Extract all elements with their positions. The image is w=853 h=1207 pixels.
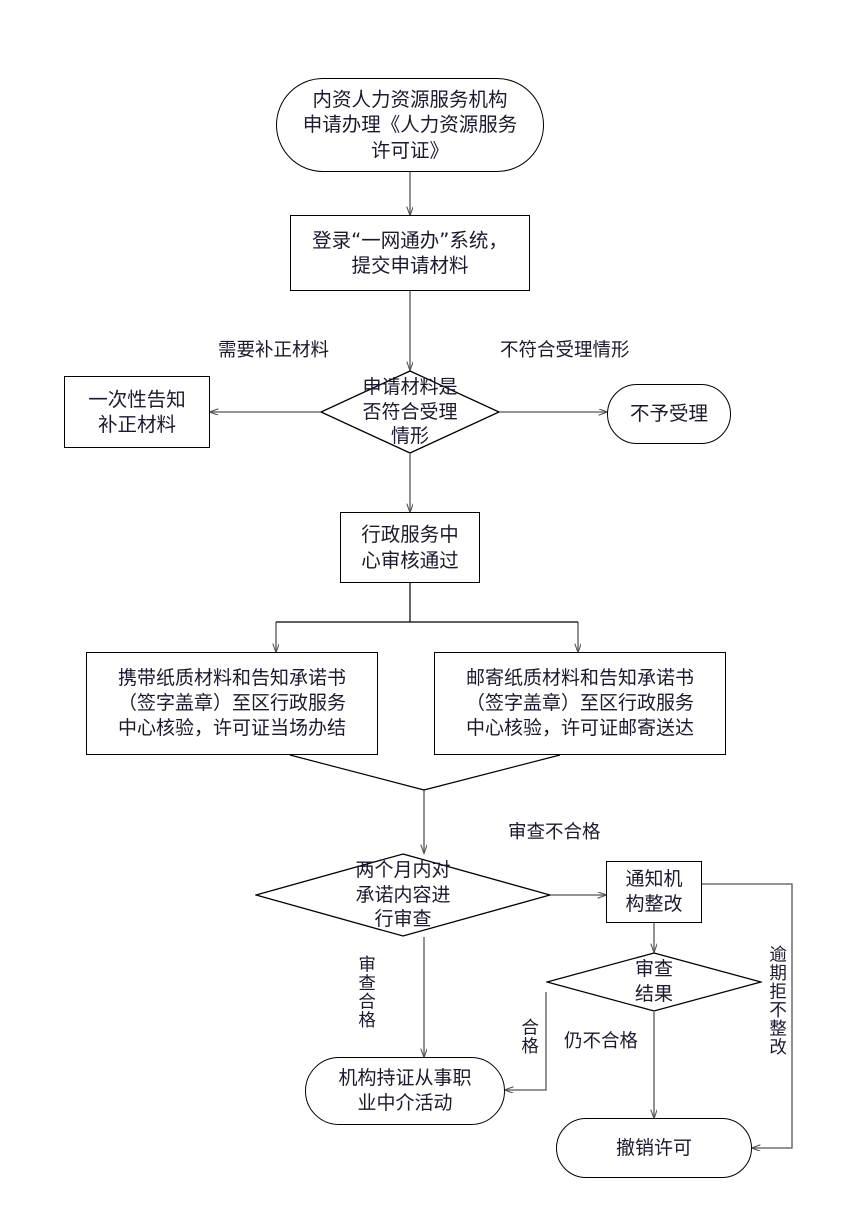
node-decision-acceptance[interactable]: 申请材料是 否符合受理 情形 [320,370,500,454]
edge-label-overdue-refuse: 逾期拒不整改 [766,945,787,1056]
node-review-two-months-label: 两个月内对 承诺内容进 行审查 [355,858,451,931]
node-reject-application[interactable]: 不予受理 [607,384,731,444]
node-notify-fix-materials[interactable]: 一次性告知 补正材料 [64,376,210,448]
node-center-approved[interactable]: 行政服务中 心审核通过 [340,512,480,583]
node-review-result[interactable]: 审查 结果 [546,952,762,1012]
node-notify-rectify[interactable]: 通知机 构整改 [606,861,702,923]
diamond-shape [255,853,551,937]
node-operate-licensed[interactable]: 机构持证从事职 业中介活动 [305,1057,505,1125]
node-revoke-license[interactable]: 撤销许可 [556,1118,752,1178]
node-mail-paper-materials[interactable]: 邮寄纸质材料和告知承诺书 （签字盖章）至区行政服务 中心核验，许可证邮寄送达 [434,652,726,755]
edge-label-review-pass: 审查合格 [355,955,376,1029]
connector-bringpaper-merge [289,754,425,791]
edge-label-review-fail: 审查不合格 [508,822,601,843]
edge-label-result-pass: 合格 [518,1018,539,1055]
node-review-two-months[interactable]: 两个月内对 承诺内容进 行审查 [255,853,551,937]
edge-label-not-eligible: 不符合受理情形 [500,340,630,361]
node-review-result-label: 审查 结果 [634,958,673,1005]
edge-label-result-still-fail: 仍不合格 [564,1031,639,1052]
diamond-shape [320,370,500,454]
edge-label-need-fix: 需要补正材料 [218,340,330,361]
node-start[interactable]: 内资人力资源服务机构 申请办理《人力资源服务 许可证》 [276,78,544,172]
connector-mailpaper-merge [423,754,561,791]
node-decision-acceptance-label: 申请材料是 否符合受理 情形 [362,375,458,448]
node-bring-paper-materials[interactable]: 携带纸质材料和告知承诺书 （签字盖章）至区行政服务 中心核验，许可证当场办结 [86,652,378,755]
node-submit-application[interactable]: 登录“一网通办”系统， 提交申请材料 [290,215,530,291]
